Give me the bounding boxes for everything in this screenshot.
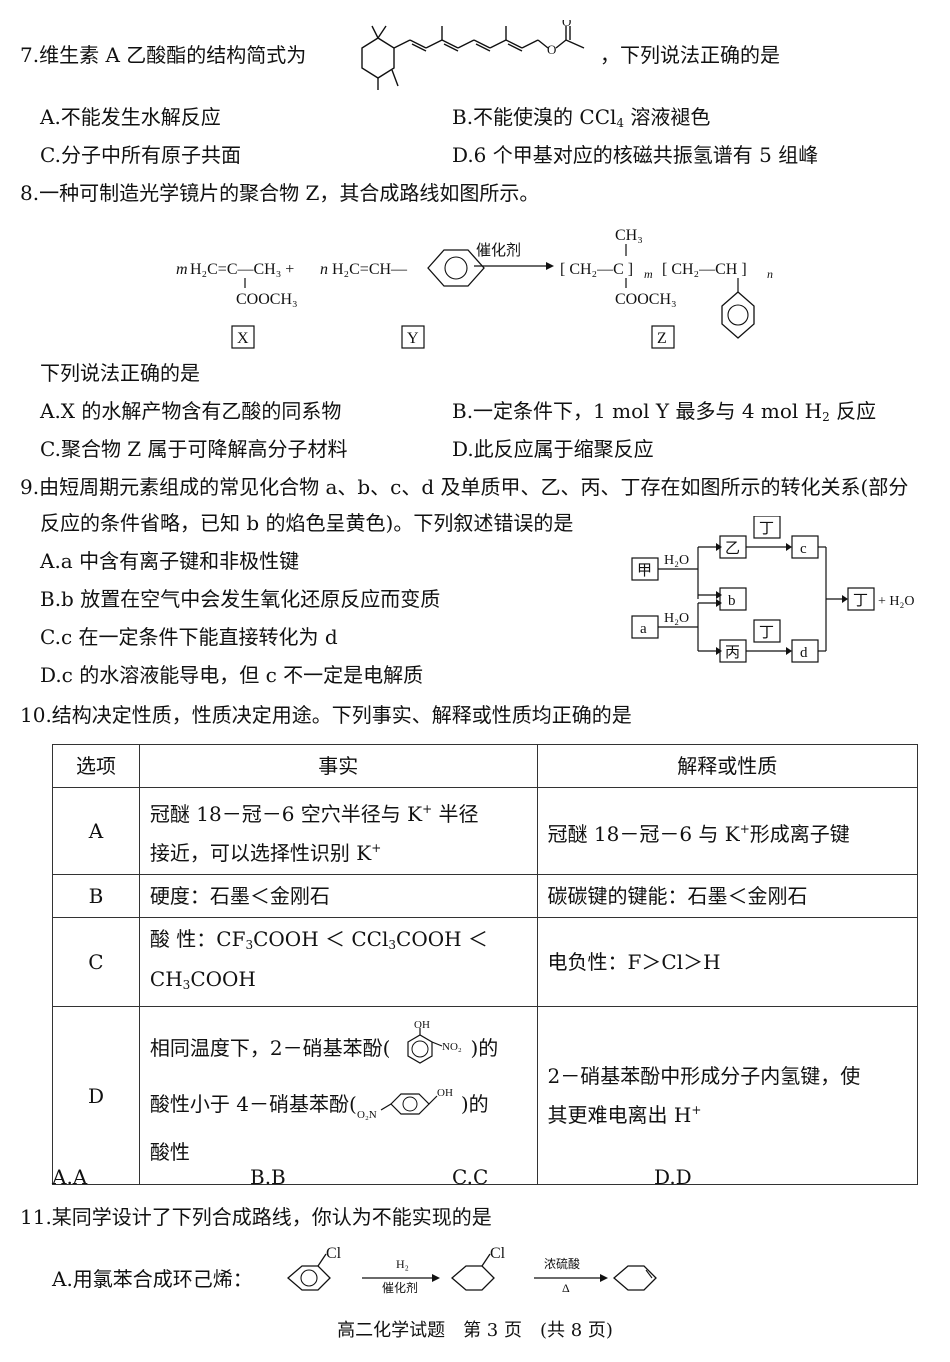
svg-text:OH: OH [414,1020,430,1031]
q7-stem-end: ，下列说法正确的是 [600,43,780,67]
q9-option-b: B.b 放置在空气中会发生氧化还原反应而变质 [40,587,441,611]
q8-label-x: X [237,330,249,347]
chlorobenzene-icon [287,1265,331,1291]
q10-choice-a: A.A [52,1165,88,1189]
q9-b: b [728,593,736,609]
table-row: C 酸 性：CF3COOH ＜ CCl3COOH ＜CH3COOH 电负性：F＞… [52,917,919,1007]
q9-h2o-2: H₂O [664,611,689,626]
row-explanation: 冠醚 18－冠－6 与 K+形成离子键 [536,787,919,875]
4-nitrophenol-structure: O₂N OH [357,1087,453,1121]
table-row: B 硬度：石墨＜金刚石 碳碳键的键能：石墨＜金刚石 [52,874,919,918]
q7-option-d: D.6 个甲基对应的核磁共振氢谱有 5 组峰 [452,143,819,167]
row-explanation: 碳碳键的键能：石墨＜金刚石 [536,874,919,918]
page-footer: 高二化学试题 第 3 页 (共 8 页) [337,1320,613,1341]
q8-option-b: B.一定条件下，1 mol Y 最多与 4 mol H2 反应 [452,399,877,424]
q7-stem: 7.维生素 A 乙酸酯的结构简式为 [20,43,307,67]
q8-label-y: Y [407,330,419,347]
svg-text:浓硫酸: 浓硫酸 [544,1256,580,1271]
q8-n: n [320,261,328,278]
q8-catalyst: 催化剂 [476,242,521,259]
svg-text:Cl: Cl [326,1245,342,1262]
q11-option-a-label: A.用氯苯合成环己烯： [52,1267,253,1291]
row-option: B [52,874,140,918]
q10-choice-d: D.D [654,1165,692,1189]
q9-transformation-diagram: 甲 a H₂O H₂O 乙 b 丙 丁 丁 c d 丁 + H₂O [631,516,915,663]
q8-z-left: [ CH₂—C ] [560,261,633,278]
row-fact: 相同温度下，2－硝基苯酚( OH NO₂ )的 酸性小于 4－硝基苯酚( [138,1006,538,1185]
q8-label-z: Z [657,330,667,347]
q11-synthesis-route: Cl H₂ 催化剂 Cl 浓硫酸 Δ [287,1245,657,1295]
row-fact: 冠醚 18－冠－6 空穴半径与 K+ 半径接近，可以选择性识别 K+ [138,787,538,875]
q8-z-ch3: CH₃ [615,227,643,244]
q9-option-a: A.a 中含有离子键和非极性键 [40,549,300,573]
q9-stem-line1: 9.由短周期元素组成的常见化合物 a、b、c、d 及单质甲、乙、丙、丁存在如图所… [20,475,909,499]
row-fact: 硬度：石墨＜金刚石 [138,874,538,918]
q8-y-main: H₂C=CH— [332,261,408,278]
table-row: A 冠醚 18－冠－6 空穴半径与 K+ 半径接近，可以选择性识别 K+ 冠醚 … [52,787,919,875]
row-option: D [52,1006,140,1185]
q8-x-main: H₂C=C—CH₃ + [190,261,294,278]
row-explanation: 电负性：F＞Cl＞H [536,917,919,1007]
q10-choice-b: B.B [250,1165,286,1189]
vitamin-a-acetate-structure: O O [361,20,585,90]
benzene-ring-icon [427,249,485,287]
q9-h2o-1: H₂O [664,553,689,568]
cyclohexene-icon [613,1265,657,1291]
q8-prompt: 下列说法正确的是 [40,361,200,385]
q9-plus-h2o: + H₂O [878,594,915,609]
q9-yi: 乙 [725,541,740,557]
svg-text:m: m [644,267,653,281]
q7-option-b: B.不能使溴的 CCl4 溶液褪色 [452,105,711,130]
q9-stem-line2: 反应的条件省略，已知 b 的焰色呈黄色)。下列叙述错误的是 [40,511,574,535]
header-explanation: 解释或性质 [536,744,919,788]
q10-table: 选项 事实 解释或性质 A 冠醚 18－冠－6 空穴半径与 K+ 半径接近，可以… [52,744,919,1185]
q8-option-d: D.此反应属于缩聚反应 [452,437,654,461]
q8-z-right: [ CH₂—CH ] [662,261,747,278]
table-row: D 相同温度下，2－硝基苯酚( OH NO₂ )的 酸性小于 4－硝基苯酚( [52,1006,919,1185]
q9-a: a [640,621,647,637]
row-fact: 酸 性：CF3COOH ＜ CCl3COOH ＜CH3COOH [138,917,538,1007]
chlorocyclohexane-icon [451,1265,495,1291]
q9-d: d [800,645,808,661]
q8-m: m [176,261,188,278]
q9-ding-3: 丁 [853,593,868,609]
svg-text:NO₂: NO₂ [442,1041,462,1053]
q9-option-c: C.c 在一定条件下能直接转化为 d [40,625,338,649]
header-option: 选项 [52,744,140,788]
svg-text:OH: OH [437,1087,453,1099]
q9-bing: 丙 [725,645,740,661]
svg-text:催化剂: 催化剂 [382,1280,418,1295]
row-option: A [52,787,140,875]
row-explanation: 2－硝基苯酚中形成分子内氢键，使其更难电离出 H+ [536,1006,919,1185]
q7-option-c: C.分子中所有原子共面 [40,143,241,167]
table-header-row: 选项 事实 解释或性质 [52,744,919,788]
q10-choice-c: C.C [452,1165,489,1189]
q8-option-c: C.聚合物 Z 属于可降解高分子材料 [40,437,348,461]
svg-text:O: O [547,42,556,57]
q10-stem: 10.结构决定性质，性质决定用途。下列事实、解释或性质均正确的是 [20,703,632,727]
svg-text:O₂N: O₂N [357,1109,377,1121]
q8-reaction-scheme: m H₂C=C—CH₃ + COOCH₃ n H₂C=CH— 催化剂 [ CH₂… [176,227,773,349]
svg-text:Cl: Cl [490,1245,506,1262]
q7-option-a: A.不能发生水解反应 [40,105,221,129]
svg-text:n: n [767,267,773,281]
q8-option-a: A.X 的水解产物含有乙酸的同系物 [40,399,342,423]
q11-stem: 11.某同学设计了下列合成路线，你认为不能实现的是 [20,1205,492,1229]
svg-text:Δ: Δ [562,1281,570,1295]
q9-c: c [800,541,807,557]
q9-ding-1: 丁 [759,521,774,537]
q9-ding-2: 丁 [759,625,774,641]
q8-x-sub: COOCH₃ [236,291,298,308]
2-nitrophenol-structure: OH NO₂ [407,1020,462,1064]
q9-jia: 甲 [637,563,652,579]
header-fact: 事实 [138,744,538,788]
q8-z-cooch3: COOCH₃ [615,291,677,308]
q9-option-d: D.c 的水溶液能导电，但 c 不一定是电解质 [40,663,424,687]
q8-stem: 8.一种可制造光学镜片的聚合物 Z，其合成路线如图所示。 [20,181,540,205]
row-option: C [52,917,140,1007]
svg-text:H₂: H₂ [396,1257,409,1271]
svg-text:O: O [562,20,571,29]
